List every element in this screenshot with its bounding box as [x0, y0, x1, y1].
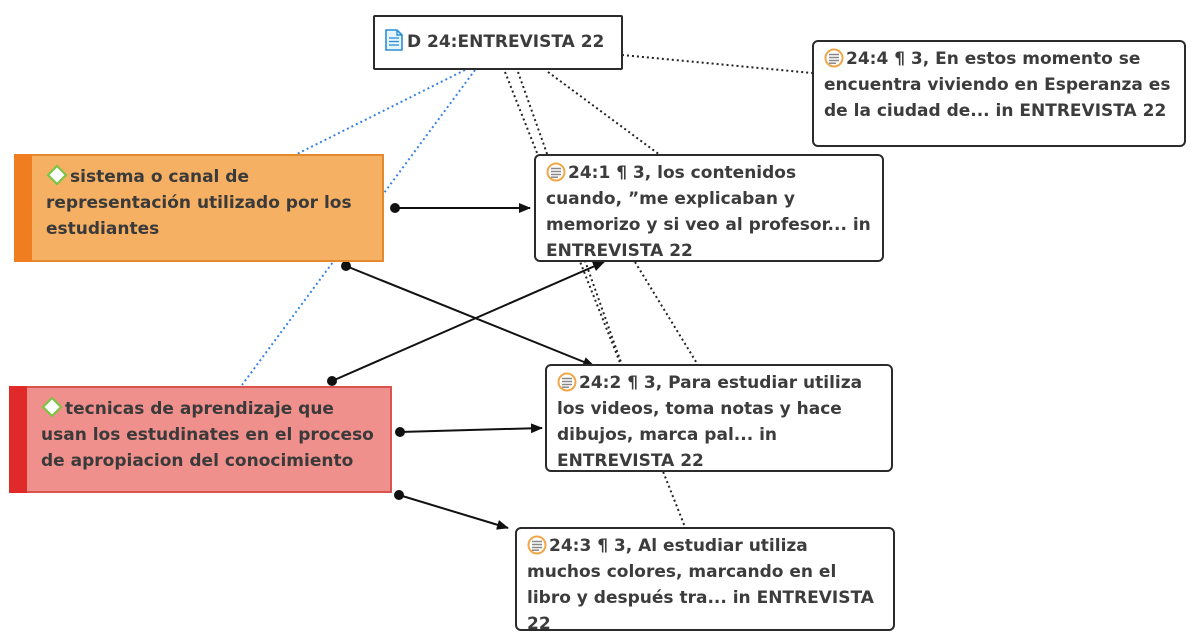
quotation-icon [546, 162, 566, 182]
quotation-icon [824, 48, 844, 68]
doc-quote-link [547, 71, 661, 156]
code-color-stripe [14, 154, 32, 262]
doc-quote-link [504, 71, 686, 528]
code-diamond-icon [46, 164, 68, 186]
document-node[interactable]: D 24:ENTREVISTA 22 [373, 15, 623, 70]
quotation-node-24-4[interactable]: 24:4 ¶ 3, En estos momento se encuentra … [812, 40, 1186, 147]
code-diamond-icon [41, 396, 63, 418]
code-color-stripe [9, 386, 27, 493]
code-label: tecnicas de aprendizaje que usan los est… [41, 399, 374, 471]
doc-code-link [294, 69, 466, 156]
code-label: sistema o canal de representación utiliz… [46, 167, 352, 239]
quotation-label: 24:3 ¶ 3, Al estudiar utiliza muchos col… [527, 536, 874, 634]
document-icon [385, 29, 403, 51]
quotation-icon [527, 535, 547, 555]
doc-quote-link [621, 54, 813, 74]
quotation-icon [557, 372, 577, 392]
quotation-node-24-1[interactable]: 24:1 ¶ 3, los contenidos cuando, ”me exp… [534, 154, 884, 262]
quotation-node-24-3[interactable]: 24:3 ¶ 3, Al estudiar utiliza muchos col… [515, 527, 895, 634]
relation-arrows [327, 203, 605, 530]
code-node-tecnicas[interactable]: tecnicas de aprendizaje que usan los est… [9, 386, 392, 493]
code-node-sistema[interactable]: sistema o canal de representación utiliz… [14, 154, 384, 262]
quotation-label: 24:2 ¶ 3, Para estudiar utiliza los vide… [557, 373, 863, 471]
quotation-node-24-2[interactable]: 24:2 ¶ 3, Para estudiar utiliza los vide… [545, 364, 893, 472]
quotation-label: 24:1 ¶ 3, los contenidos cuando, ”me exp… [546, 163, 871, 261]
document-label: D 24:ENTREVISTA 22 [407, 32, 605, 52]
quotation-label: 24:4 ¶ 3, En estos momento se encuentra … [824, 49, 1171, 121]
doc-quote-link [634, 261, 699, 366]
